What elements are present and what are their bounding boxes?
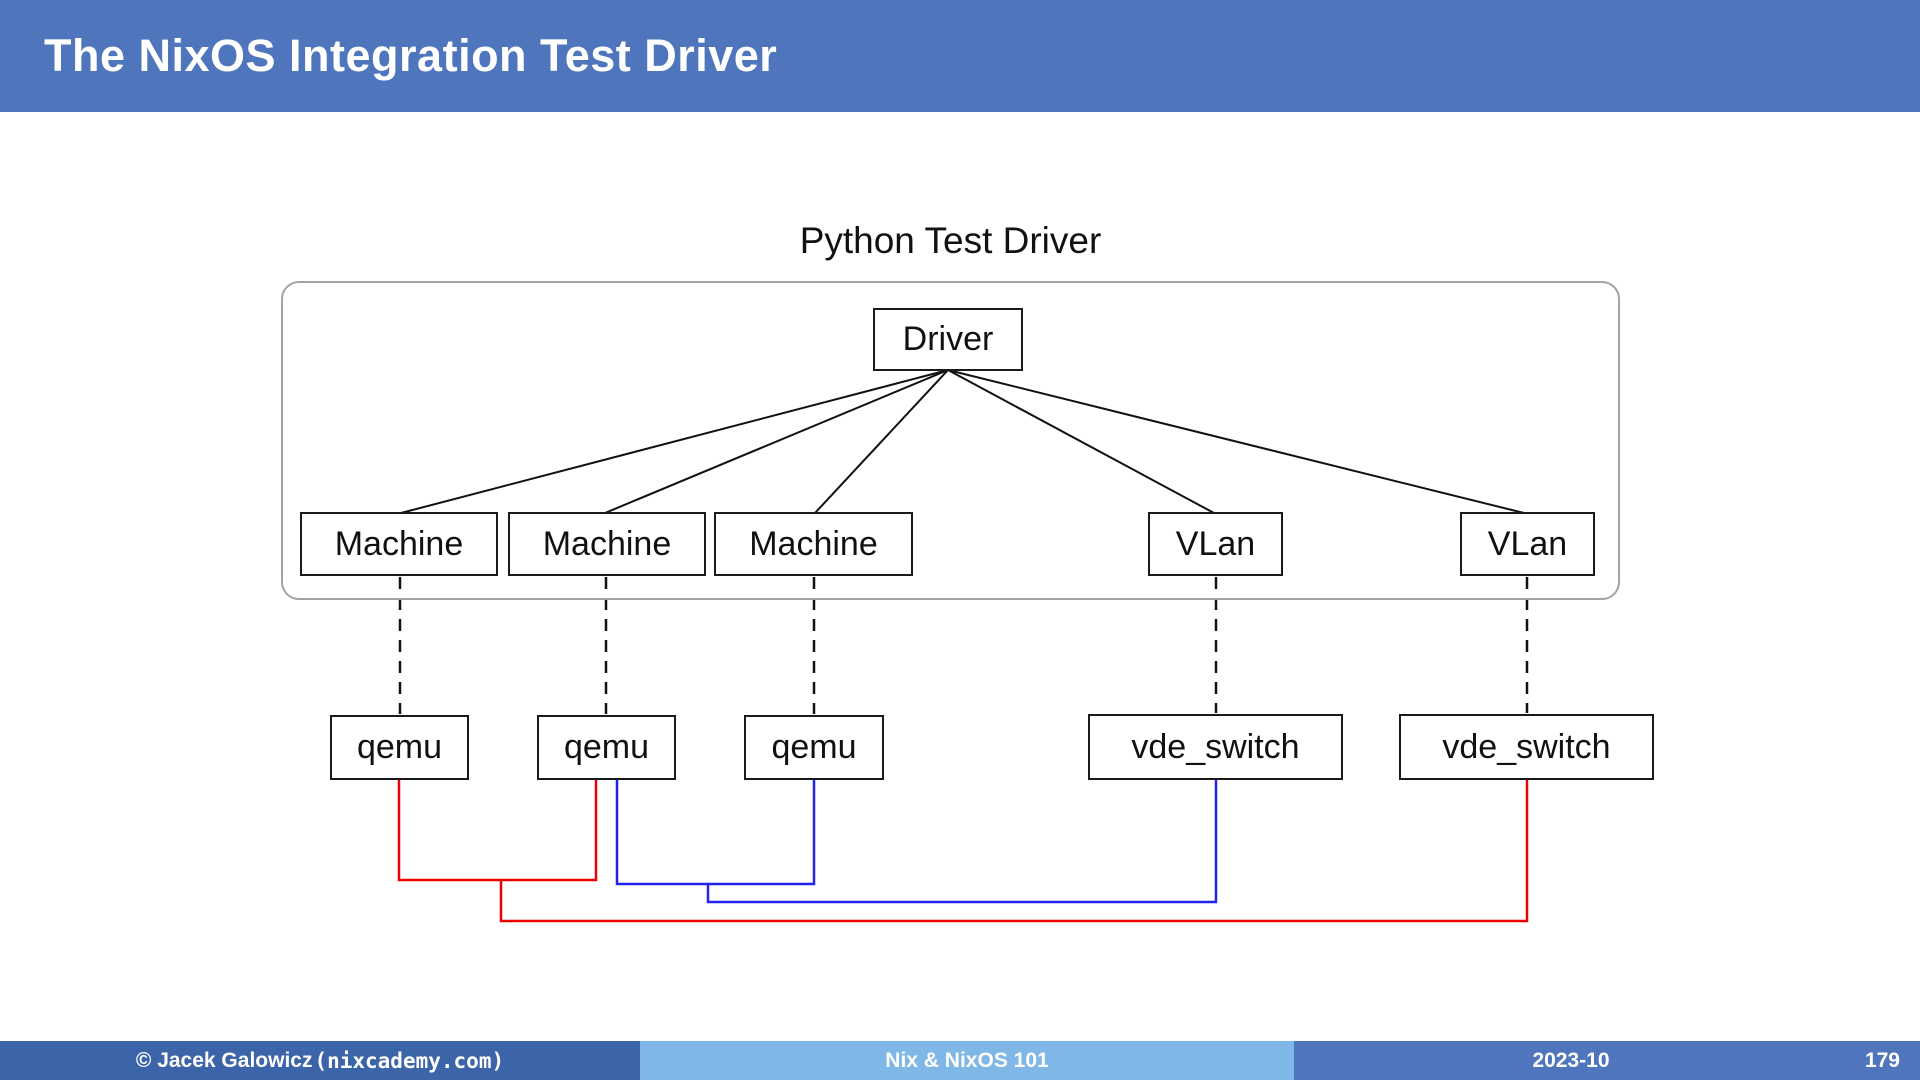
footer-course-section: Nix & NixOS 101 [640, 1041, 1294, 1080]
footer-date: 2023-10 [1532, 1048, 1610, 1072]
node-machine-3-label: Machine [749, 524, 878, 563]
node-machine-3: Machine [714, 512, 913, 576]
node-vde-switch-1-label: vde_switch [1131, 727, 1300, 766]
blue-wire-qemu-bus [615, 779, 816, 886]
node-qemu-3-label: qemu [771, 728, 857, 766]
footer-author-section: © Jacek Galowicz (nixcademy.com) [0, 1041, 640, 1080]
test-driver-container [281, 281, 1620, 600]
footer-author: © Jacek Galowicz [135, 1048, 313, 1072]
node-machine-1: Machine [300, 512, 498, 576]
footer-bar: © Jacek Galowicz (nixcademy.com) Nix & N… [0, 1041, 1920, 1080]
node-vde-switch-2-label: vde_switch [1442, 727, 1611, 766]
red-wire-to-vde-switch-2 [499, 779, 1529, 923]
blue-wire-to-vde-switch-1 [706, 779, 1218, 904]
node-driver: Driver [873, 308, 1023, 371]
driver-fan-line-vlan-1 [947, 369, 1215, 514]
slide-title-bar: The NixOS Integration Test Driver [0, 0, 1920, 112]
node-vlan-1: VLan [1148, 512, 1283, 576]
node-vde-switch-2: vde_switch [1399, 714, 1654, 780]
node-qemu-1: qemu [330, 715, 469, 780]
driver-fan-line-machine-3 [814, 369, 949, 514]
node-driver-label: Driver [902, 320, 994, 358]
footer-date-section: 2023-10 179 [1294, 1041, 1920, 1080]
driver-fan-line-machine-1 [400, 369, 949, 514]
driver-fan-line-vlan-2 [947, 369, 1525, 514]
node-vde-switch-1: vde_switch [1088, 714, 1343, 780]
footer-page-number: 179 [1864, 1048, 1900, 1072]
node-vlan-2: VLan [1460, 512, 1595, 576]
footer-author-site: (nixcademy.com) [314, 1048, 505, 1073]
node-machine-2: Machine [508, 512, 706, 576]
node-vlan-1-label: VLan [1175, 524, 1256, 563]
footer-course-title: Nix & NixOS 101 [885, 1048, 1049, 1072]
driver-fan-line-machine-2 [604, 369, 949, 514]
node-vlan-2-label: VLan [1487, 524, 1568, 563]
node-qemu-2: qemu [537, 715, 676, 780]
node-qemu-2-label: qemu [563, 728, 650, 766]
slide-title: The NixOS Integration Test Driver [44, 30, 778, 81]
node-qemu-1-label: qemu [356, 728, 443, 766]
node-qemu-3: qemu [744, 715, 884, 780]
node-machine-2-label: Machine [542, 524, 672, 563]
diagram-caption: Python Test Driver [799, 220, 1102, 261]
red-wire-qemu-bus [397, 779, 598, 882]
node-machine-1-label: Machine [334, 524, 464, 563]
